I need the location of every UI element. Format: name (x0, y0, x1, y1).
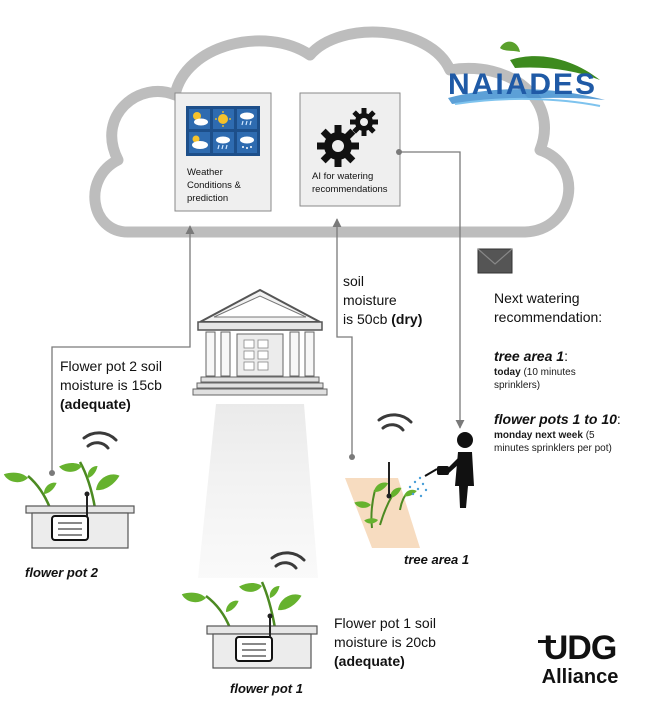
udg-wordmark: UDG (543, 629, 618, 667)
cloud-shape (89, 26, 575, 238)
item-when: monday next week (494, 430, 583, 441)
recommendation-item-heading: tree area 1: (494, 347, 644, 366)
weather-label-line: Conditions & (187, 180, 241, 191)
partly-cloudy-icon (193, 112, 208, 126)
moisture-status: (adequate) (334, 653, 405, 669)
recommendation-title-line: Next watering (494, 290, 580, 306)
item-detail: sprinklers) (494, 380, 541, 391)
naiades-wordmark: NAIADES (448, 68, 598, 101)
message-line: moisture (343, 292, 397, 308)
moisture-status: (dry) (391, 311, 423, 327)
item-detail: minutes sprinklers per pot) (494, 443, 612, 454)
item-name: tree area 1 (494, 348, 565, 364)
ai-box-label: AI for watering recommendations (312, 170, 388, 196)
weather-label-line: Weather (187, 167, 223, 178)
message-line: soil (343, 273, 365, 289)
item-detail: (5 (582, 430, 595, 441)
item-detail: (10 minutes (520, 367, 576, 378)
tree-moisture-message: soil moisture is 50cb (dry) (343, 272, 422, 329)
flower-pot-1 (180, 551, 318, 669)
envelope-icon (477, 248, 513, 274)
weather-label-line: prediction (187, 193, 229, 204)
moisture-value: is 50cb (343, 311, 388, 327)
caption-flower-pot-2: flower pot 2 (25, 565, 98, 580)
caption-flower-pot-1: flower pot 1 (230, 681, 303, 696)
caption-tree-area-1: tree area 1 (404, 552, 470, 567)
recommendation-item-tree: tree area 1: today (10 minutes sprinkler… (494, 347, 644, 392)
building-icon (192, 288, 328, 396)
snow-icon (240, 136, 254, 149)
ai-label-line: AI for watering (312, 171, 374, 182)
plant-icon (180, 580, 304, 629)
message-line: moisture is 15cb (60, 377, 162, 393)
moisture-status: (adequate) (60, 396, 131, 412)
udg-logo-graphic (538, 640, 556, 643)
light-beam (198, 404, 318, 578)
connector-pot2-weather (49, 225, 195, 476)
wifi-signal-icon (82, 431, 118, 450)
recommendation-title-line: recommendation: (494, 309, 603, 325)
rain-icon (240, 112, 254, 126)
weather-box-label: Weather Conditions & prediction (187, 166, 241, 205)
item-when: today (494, 367, 521, 378)
connector-ai-farmer (396, 149, 465, 429)
sun-icon (215, 111, 231, 127)
flower-pot-2 (2, 431, 135, 549)
farmer-icon (408, 432, 474, 508)
water-drops (408, 476, 428, 498)
message-line: is 50cb (dry) (343, 310, 422, 329)
naiades-logo: NAIADES (448, 68, 597, 102)
item-name: flower pots 1 to 10 (494, 411, 617, 427)
message-line: Flower pot 1 soil (334, 615, 436, 631)
gears-icon (317, 108, 378, 167)
recommendation-item-detail: today (10 minutes (494, 366, 644, 379)
message-line: moisture is 20cb (334, 634, 436, 650)
udg-alliance-logo: UDG Alliance (530, 630, 630, 688)
alliance-wordmark: Alliance (541, 666, 619, 688)
watering-can-icon (424, 466, 449, 477)
plant-icon (353, 480, 418, 529)
weather-tiles (189, 109, 257, 153)
recommendation-item-heading: flower pots 1 to 10: (494, 410, 649, 429)
recommendation-item-detail: monday next week (5 (494, 429, 649, 442)
naiades-logo-graphic (448, 41, 605, 107)
ai-label-line: recommendations (312, 184, 388, 195)
weather-box (174, 92, 272, 212)
pot2-moisture-message: Flower pot 2 soil moisture is 15cb (adeq… (60, 357, 162, 414)
ai-box (299, 92, 401, 207)
wifi-signal-icon (377, 413, 413, 432)
cloudy-icon (192, 135, 208, 149)
tree-area (345, 413, 420, 548)
plant-icon (2, 460, 122, 509)
rain-icon (216, 136, 230, 150)
item-colon: : (564, 348, 568, 364)
item-colon: : (616, 411, 621, 427)
connector-tree-ai (332, 218, 355, 460)
recommendation-item-pots: flower pots 1 to 10: monday next week (5… (494, 410, 649, 455)
recommendation-title: Next watering recommendation: (494, 289, 602, 327)
message-line: Flower pot 2 soil (60, 358, 162, 374)
pot1-moisture-message: Flower pot 1 soil moisture is 20cb (adeq… (334, 614, 436, 671)
